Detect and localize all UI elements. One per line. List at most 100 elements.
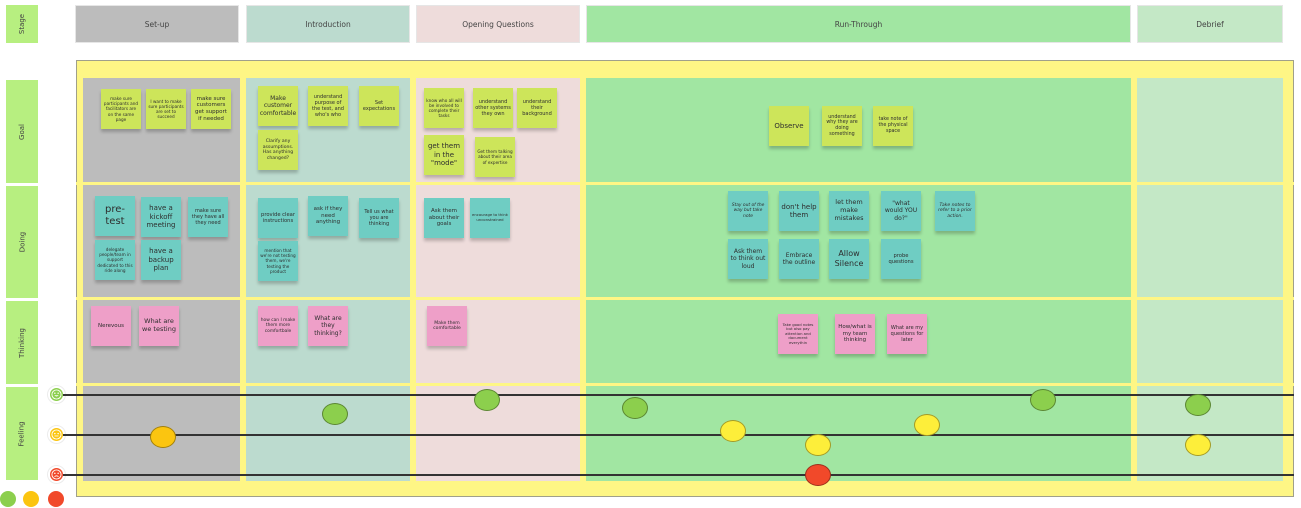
sticky-note-text: make sure customers get support if neede… [195,95,227,122]
sticky-note-text: What are we testing [142,317,176,333]
sticky-note-text: provide clear instructions [261,211,295,224]
sticky-note[interactable]: Clarify any assumptions. Has anything ch… [258,130,298,170]
sticky-note[interactable]: Take good notes but also pay attention a… [778,314,818,354]
sticky-note[interactable]: Make customer comfortable [258,86,298,126]
sticky-note[interactable]: have a backup plan [141,240,181,280]
sticky-note[interactable]: understand other systems they own [473,88,513,128]
sticky-note-text: How/what is my team thinking [838,324,872,344]
sticky-note[interactable]: Set expectations [359,86,399,126]
feeling-dot[interactable] [720,420,746,442]
sticky-note[interactable]: Take notes to refer to a prior action. [935,191,975,231]
sticky-note-text: encourage to think unconstrained [472,212,508,222]
neutral-face-icon [48,426,65,443]
sticky-note[interactable]: Nerevous [91,306,131,346]
feeling-dot[interactable] [1185,394,1211,416]
sticky-note[interactable]: encourage to think unconstrained [470,198,510,238]
sticky-note-text: Get them talking about their area of exp… [477,149,513,165]
row-label-doing: Doing [6,186,38,298]
row-label-doing-text: Doing [18,231,26,253]
feeling-dot[interactable] [805,464,831,486]
sticky-note-text: take note of the physical space [878,117,908,134]
sticky-note[interactable]: pre-test [95,196,135,236]
sticky-note[interactable]: make sure customers get support if neede… [191,89,231,129]
sticky-note-text: What are my questions for later [890,325,924,343]
legend-dot-neutral[interactable] [23,491,39,507]
sticky-note-text: delegate people/team in support dedicate… [97,247,133,273]
sticky-note-text: let them make mistakes [834,198,864,222]
feeling-dot[interactable] [805,434,831,456]
feeling-dot[interactable] [474,389,500,411]
sticky-note[interactable]: I want to make sure participants are set… [146,89,186,129]
sticky-note[interactable]: make sure participants and facilitators … [101,89,141,129]
feeling-line-sad [63,474,1294,476]
row-label-goal-text: Goal [17,123,26,140]
sticky-note[interactable]: delegate people/team in support dedicate… [95,240,135,280]
sticky-note[interactable]: Embrace the outline [779,239,819,279]
feeling-dot[interactable] [1030,389,1056,411]
feeling-dot[interactable] [914,414,940,436]
sticky-note[interactable]: let them make mistakes [829,191,869,231]
sticky-note-text: Nerevous [98,322,124,329]
sticky-note-text: don't help them [781,202,817,219]
sticky-note[interactable]: How/what is my team thinking [835,314,875,354]
sticky-note[interactable]: get them in the "mode" [424,135,464,175]
sticky-note[interactable]: provide clear instructions [258,198,298,238]
sticky-note[interactable]: Observe [769,106,809,146]
sticky-note[interactable]: What are they thinking? [308,306,348,346]
row-label-thinking-text: Thinking [17,327,26,358]
row-label-feeling-text: Feeling [18,420,26,447]
feeling-dot[interactable] [150,426,176,448]
sticky-note[interactable]: ask if they need anything [308,196,348,236]
stage-header-run-through: Run-Through [586,5,1131,43]
sticky-note-text: Take notes to refer to a prior action. [938,202,972,219]
row-divider [76,182,1294,185]
sticky-note[interactable]: don't help them [779,191,819,231]
sticky-note-text: What are they thinking? [314,315,342,337]
sticky-note[interactable]: make sure they have all they need [188,197,228,237]
sticky-note[interactable]: Get them talking about their area of exp… [475,137,515,177]
feeling-line-neutral [63,434,1294,436]
feeling-dot[interactable] [1185,434,1211,456]
stage-header-label: Opening Questions [462,19,534,29]
sticky-note[interactable]: understand purpose of the test, and who'… [308,86,348,126]
sticky-note[interactable]: take note of the physical space [873,106,913,146]
sticky-note-text: Set expectations [362,100,396,112]
sticky-note[interactable]: understand why they are doing something [822,106,862,146]
sticky-note-text: pre-test [105,204,125,227]
sticky-note-text: get them in the "mode" [427,142,461,168]
sticky-note[interactable]: Make them comfortable [427,306,467,346]
sticky-note[interactable]: know who all will be involved to complet… [424,88,464,128]
legend-dot-happy[interactable] [0,491,16,507]
sticky-note[interactable]: probe questions [881,239,921,279]
sticky-note[interactable]: Allow Silence [829,239,869,279]
sticky-note-text: make sure participants and facilitators … [103,96,139,122]
stage-header-introduction: Introduction [246,5,410,43]
sticky-note[interactable]: Ask them to think out loud [728,239,768,279]
sticky-note-text: Observe [774,121,804,130]
sticky-note[interactable]: have a kickoff meeting [141,197,181,237]
sticky-note[interactable]: What are we testing [139,306,179,346]
sticky-note-text: Embrace the outline [782,251,816,266]
feeling-dot[interactable] [622,397,648,419]
row-label-stage-text: Stage [17,13,26,35]
stage-header-label: Debrief [1196,19,1224,29]
sticky-note-text: Make customer comfortable [259,95,297,117]
sticky-note[interactable]: What are my questions for later [887,314,927,354]
sticky-note[interactable]: Stay out of the way but take note [728,191,768,231]
sticky-note[interactable]: mention that we're not testing them, we'… [258,241,298,281]
sticky-note-text: have a kickoff meeting [146,204,176,230]
feeling-dot[interactable] [322,403,348,425]
sticky-note-text: know who all will be involved to complet… [426,97,462,119]
sticky-note-text: understand why they are doing something [826,114,858,137]
legend-dot-sad[interactable] [48,491,64,507]
stage-header-setup: Set-up [75,5,239,43]
sticky-note-text: Make them comfortable [433,320,461,332]
sticky-note[interactable]: Ask them about their goals [424,198,464,238]
sticky-note[interactable]: Tell us what you are thinking [359,198,399,238]
sticky-note-text: Clarify any assumptions. Has anything ch… [262,139,294,161]
sticky-note[interactable]: how can I make them more comfortbale [258,306,298,346]
stage-header-label: Set-up [144,19,170,29]
sticky-note[interactable]: understand their background [517,88,557,128]
sticky-note[interactable]: "what would YOU do?" [881,191,921,231]
sticky-note-text: have a backup plan [148,247,174,273]
